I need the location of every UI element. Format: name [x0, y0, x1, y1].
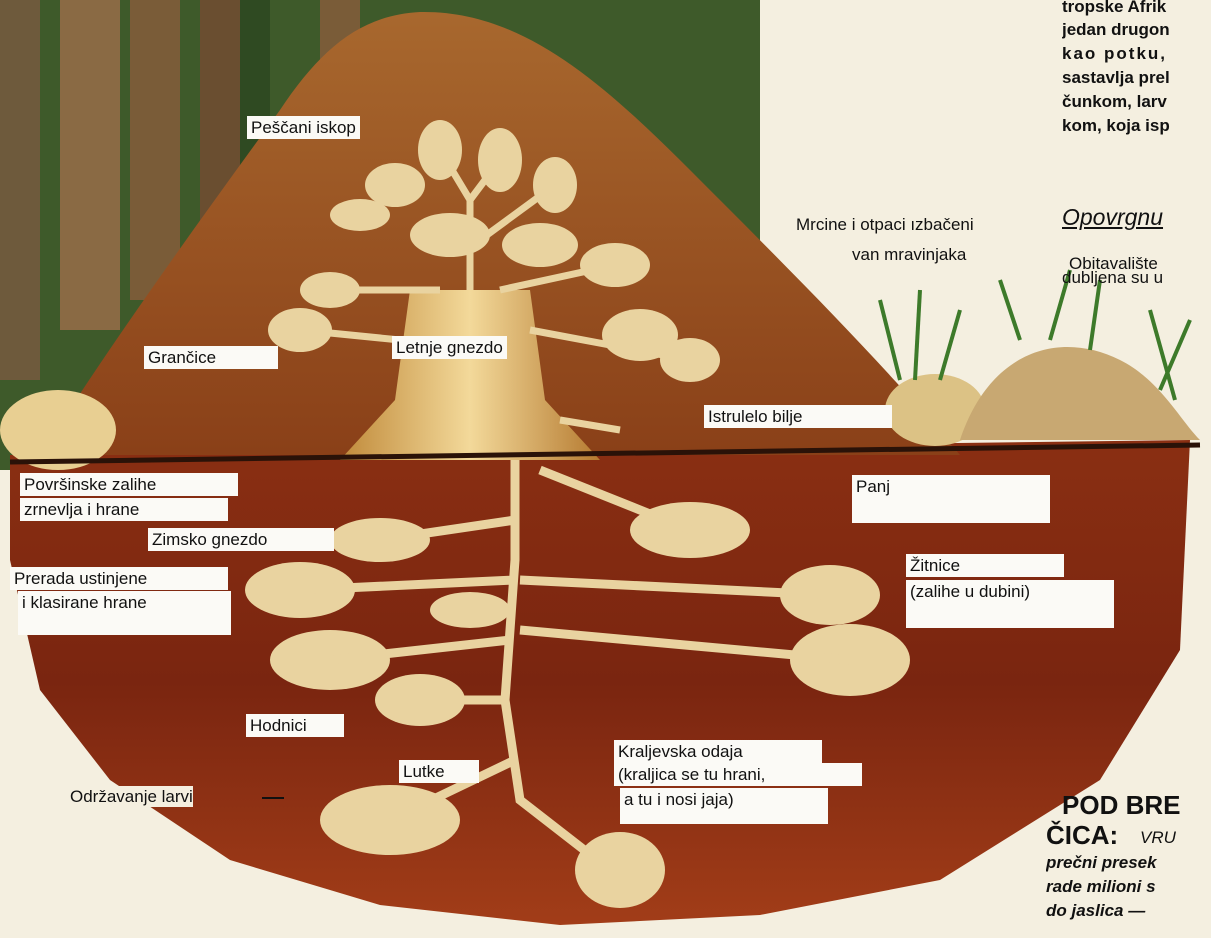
- label-kraljevska-line2: (kraljica se tu hrani,: [614, 763, 862, 786]
- caption-line-5: do jaslica —: [1046, 900, 1211, 921]
- caption-title-rest: VRU: [1140, 827, 1211, 848]
- side-line-6: kom, koja isp: [1062, 115, 1211, 136]
- caption-line-3: prečni presek: [1046, 852, 1211, 873]
- label-pescani-iskop: Peščani iskop: [247, 116, 360, 139]
- label-povrsinske-line2: zrnevlja i hrane: [20, 498, 228, 521]
- side-line-1: tropske Afrik: [1062, 0, 1211, 17]
- label-zitnice-line2: (zalihe u dubini): [906, 580, 1114, 628]
- caption-title-line1: POD BRE: [1062, 790, 1211, 820]
- label-prerada-line1: Prerada ustinjene: [10, 567, 228, 590]
- label-panj: Panj: [852, 475, 1050, 523]
- label-odrzavanje-larvi: Održavanje larvi: [70, 786, 193, 807]
- leader-line: [262, 797, 284, 799]
- label-istrulelo-bilje: Istrulelo bilje: [704, 405, 892, 428]
- side-line-2: jedan drugon: [1062, 19, 1211, 40]
- label-hodnici: Hodnici: [246, 714, 344, 737]
- label-kraljevska-line3: a tu i nosi jaja): [620, 788, 828, 824]
- label-letnje-gnezdo: Letnje gnezdo: [392, 336, 507, 359]
- label-mrcine-line2: van mravinjaka: [852, 244, 966, 265]
- label-prerada-line2: i klasirane hrane: [18, 591, 231, 635]
- rock-left: [0, 390, 116, 470]
- side-line-4: sastavlja prel: [1062, 67, 1211, 88]
- label-grancice: Grančice: [144, 346, 278, 369]
- label-povrsinske-line1: Površinske zalihe: [20, 473, 238, 496]
- caption-line-4: rade milioni s: [1046, 876, 1211, 897]
- label-zitnice-line1: Žitnice: [906, 554, 1064, 577]
- caption-title-line2: ČICA:: [1046, 820, 1136, 850]
- label-lutke: Lutke: [399, 760, 479, 783]
- label-kraljevska-line1: Kraljevska odaja: [614, 740, 822, 763]
- side-line-3: kao potku,: [1062, 43, 1211, 64]
- side-obit-line2: dubljena su u: [1062, 267, 1163, 288]
- side-heading: Opovrgnu: [1062, 204, 1211, 230]
- label-mrcine-line1: Mrcine i otpaci ızbačeni: [796, 214, 974, 235]
- label-zimsko-gnezdo: Zimsko gnezdo: [148, 528, 334, 551]
- side-line-5: čunkom, larv: [1062, 91, 1211, 112]
